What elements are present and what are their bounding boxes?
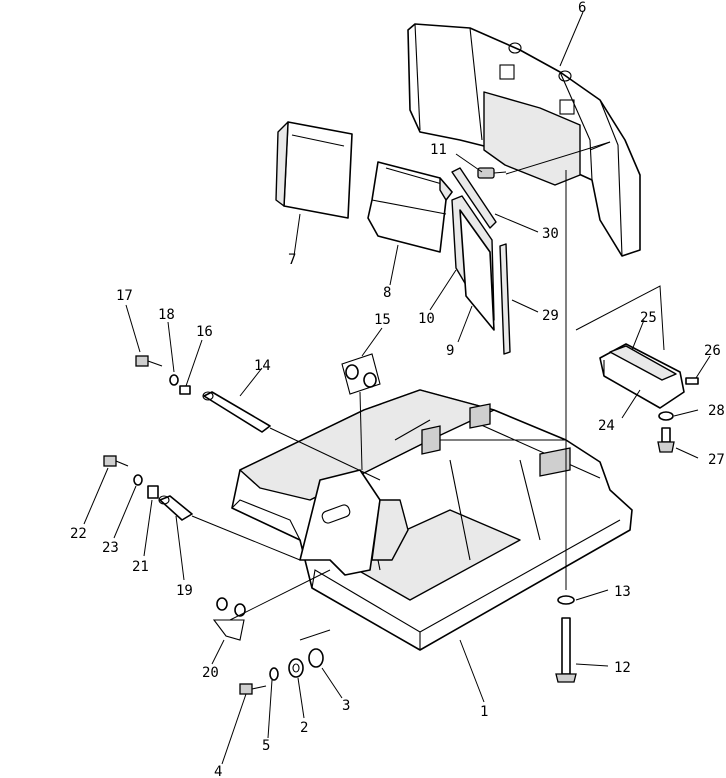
callout-2: 2	[300, 720, 308, 736]
callout-29: 29	[542, 308, 559, 324]
part-26-clip	[685, 377, 699, 385]
part-2-bushing	[288, 658, 304, 678]
callout-14: 14	[254, 358, 271, 374]
callout-4: 4	[214, 764, 222, 778]
callout-13: 13	[614, 584, 631, 600]
callout-10: 10	[418, 311, 435, 327]
part-7-side-panel	[275, 121, 353, 219]
part-15-washers	[341, 353, 381, 395]
part-19-pin	[158, 495, 193, 521]
part-17-bolt	[135, 355, 163, 367]
part-5-washer	[269, 667, 279, 681]
callout-5: 5	[262, 738, 270, 754]
callout-12: 12	[614, 660, 631, 676]
part-6-rear-cover	[407, 23, 641, 257]
callout-26: 26	[704, 343, 721, 359]
part-14-pin	[202, 391, 271, 433]
callout-18: 18	[158, 307, 175, 323]
callout-17: 17	[116, 288, 133, 304]
callout-20: 20	[202, 665, 219, 681]
part-22-bolt	[103, 455, 129, 467]
part-30-bar	[451, 167, 497, 229]
callout-25: 25	[640, 310, 657, 326]
part-29-strip	[499, 243, 511, 355]
callout-30: 30	[542, 226, 559, 242]
part-9-plate	[459, 209, 495, 331]
part-16-clip	[179, 385, 191, 395]
callout-7: 7	[288, 252, 296, 268]
part-11-bolt	[477, 167, 507, 179]
leader-lines	[83, 11, 711, 765]
part-24-rail-mount	[599, 343, 685, 409]
part-23-washer	[133, 474, 143, 486]
callout-1: 1	[480, 704, 488, 720]
part-18-washer	[169, 374, 179, 386]
part-13-washer	[557, 595, 575, 605]
part-8-bracket-plate	[367, 161, 453, 253]
part-28-washer	[658, 411, 674, 421]
callout-11: 11	[430, 142, 447, 158]
callout-22: 22	[70, 526, 87, 542]
part-21-clip	[147, 485, 159, 499]
part-25-rails	[609, 345, 677, 381]
part-12-long-bolt	[555, 617, 577, 683]
callout-23: 23	[102, 540, 119, 556]
part-20-washers	[212, 597, 246, 641]
part-4-bolt	[239, 683, 267, 695]
callout-8: 8	[383, 285, 391, 301]
callout-27: 27	[708, 452, 725, 468]
callout-24: 24	[598, 418, 615, 434]
callout-6: 6	[578, 0, 586, 16]
callout-21: 21	[132, 559, 149, 575]
part-1-main-frame	[231, 389, 633, 651]
callout-3: 3	[342, 698, 350, 714]
callout-15: 15	[374, 312, 391, 328]
callout-9: 9	[446, 343, 454, 359]
callout-28: 28	[708, 403, 725, 419]
callout-19: 19	[176, 583, 193, 599]
callout-labels: 6 11 30 7 8 10 29 9 17 18 16 15 14 25 26…	[70, 0, 725, 778]
part-27-bolt	[657, 427, 675, 453]
callout-16: 16	[196, 324, 213, 340]
part-3-bushing	[308, 648, 324, 668]
